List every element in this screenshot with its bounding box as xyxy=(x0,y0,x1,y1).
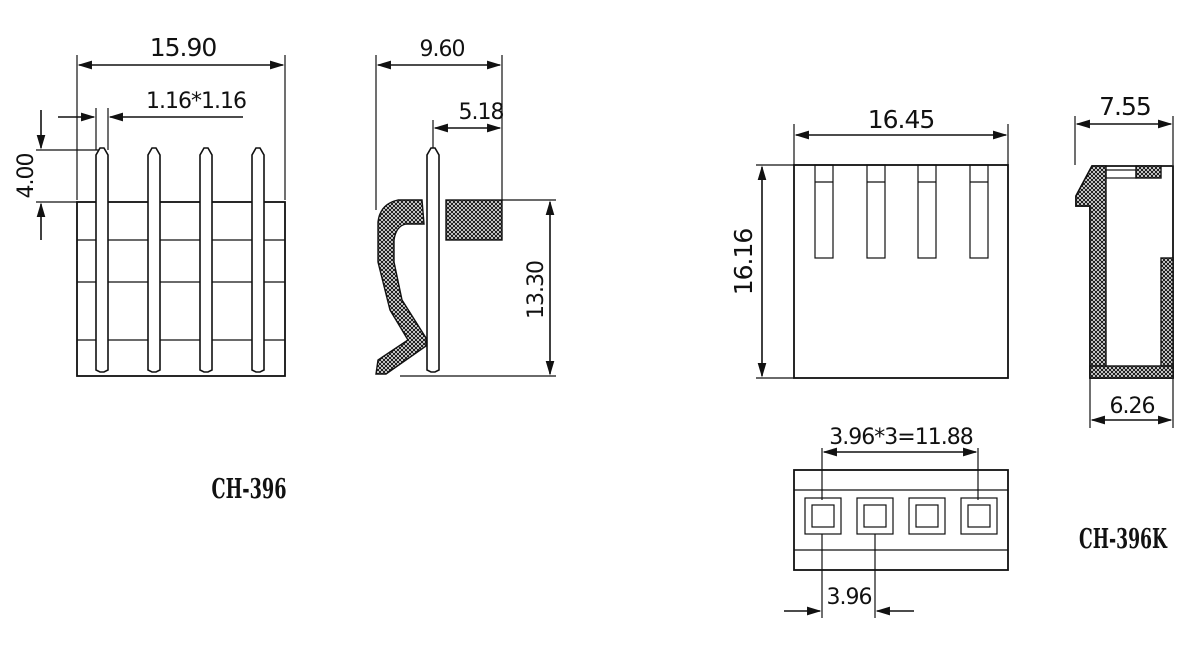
pin-height-dimension-text: 4.00 xyxy=(14,154,39,199)
header-side-latch xyxy=(375,199,427,375)
pin-size-dimension-text: 1.16*1.16 xyxy=(146,89,246,114)
part-label-ch-396k: CH-396K xyxy=(1079,524,1168,555)
housing-side-wall-right xyxy=(1160,257,1174,379)
housing-front-view: 16.45 16.16 xyxy=(729,105,1009,379)
height-dimension-text: 13.30 xyxy=(524,261,549,319)
side-pin xyxy=(426,147,440,373)
cavity-1 xyxy=(804,497,842,535)
housing-height-dimension-text: 16.16 xyxy=(729,229,758,296)
pitch-dimension-text: 3.96 xyxy=(827,585,872,610)
housing-top-view: 3.96*3=11.88 3.96 CH-396K xyxy=(784,425,1168,618)
housing-slots xyxy=(814,164,989,259)
header-front-view: 15.90 1.16*1.16 4.00 CH-396 xyxy=(14,33,287,505)
header-body xyxy=(76,201,286,377)
cavity-3 xyxy=(908,497,946,535)
pitch-total-dimension-text: 3.96*3=11.88 xyxy=(829,425,972,450)
side-top-dimension-text: 7.55 xyxy=(1099,92,1151,121)
pin-3 xyxy=(199,147,213,373)
housing-side-view: 7.55 6.26 xyxy=(1074,92,1174,428)
slot-1 xyxy=(814,164,834,259)
depth-dimension-text: 9.60 xyxy=(420,37,465,62)
housing-body xyxy=(793,164,1009,379)
width-dimension-text: 15.90 xyxy=(150,33,217,62)
slot-4 xyxy=(969,164,989,259)
housing-cavities xyxy=(804,497,998,535)
pin-1 xyxy=(95,147,109,373)
slot-2 xyxy=(866,164,886,259)
cavity-4 xyxy=(960,497,998,535)
offset-dimension-text: 5.18 xyxy=(459,100,504,125)
housing-top-body xyxy=(793,469,1009,571)
header-side-view: 9.60 5.18 13.30 xyxy=(375,37,556,377)
side-bottom-dimension-text: 6.26 xyxy=(1110,394,1155,419)
housing-side-wall-left xyxy=(1075,165,1107,379)
header-side-block xyxy=(445,199,503,241)
cavity-2 xyxy=(856,497,894,535)
housing-width-dimension-text: 16.45 xyxy=(868,105,935,134)
pin-4 xyxy=(251,147,265,373)
pin-2 xyxy=(147,147,161,373)
header-pins xyxy=(95,147,265,373)
part-label-ch-396: CH-396 xyxy=(212,474,287,505)
slot-3 xyxy=(917,164,937,259)
